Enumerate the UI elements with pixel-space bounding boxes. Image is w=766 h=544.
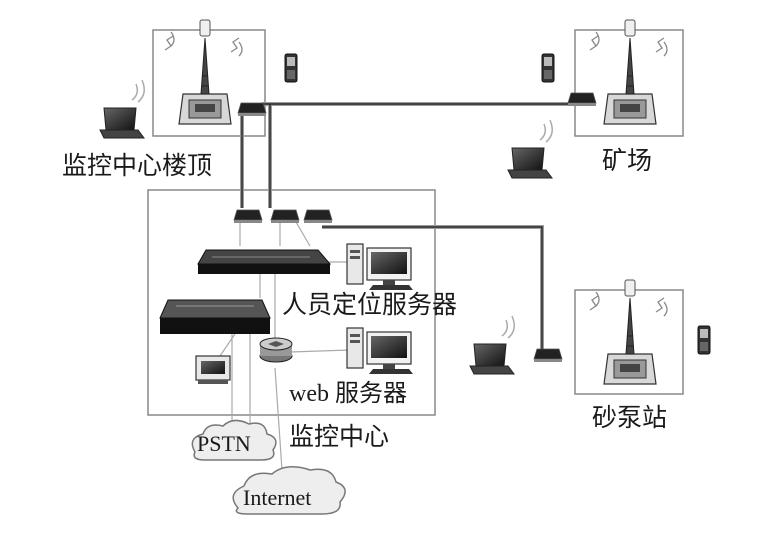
pump-laptop-icon <box>469 343 515 375</box>
internet-label: Internet <box>243 485 312 510</box>
pump-phone-icon <box>697 325 711 355</box>
mine-wifi-icon <box>539 119 553 143</box>
center-switch-3-icon <box>303 209 333 224</box>
roof-phone-icon <box>284 53 298 83</box>
web-server-label: web 服务器 <box>289 381 407 407</box>
mine-switch-icon <box>567 92 597 107</box>
pstn-cloud-icon <box>191 419 277 461</box>
roof-wifi-icon <box>131 79 145 103</box>
pump-switch-icon <box>533 348 563 363</box>
locate-server-label: 人员定位服务器 <box>282 290 458 319</box>
mine-site-label: 矿场 <box>602 146 653 175</box>
center-switch-2-icon <box>270 209 300 224</box>
router-rack-icon <box>159 299 271 334</box>
locate-server-pc-icon <box>346 243 414 291</box>
center-frame <box>147 189 436 416</box>
mine-phone-icon <box>541 53 555 83</box>
roof-antenna-icon <box>164 19 243 125</box>
mine-laptop-icon <box>507 147 553 179</box>
center-switch-1-icon <box>233 209 263 224</box>
pump-site-label: 砂泵站 <box>592 403 668 432</box>
mine-antenna-icon <box>589 19 668 125</box>
center-title-label: 监控中心 <box>289 422 390 451</box>
router-icon <box>259 337 293 363</box>
web-server-pc-icon <box>346 327 414 375</box>
core-switch-icon <box>197 249 332 274</box>
roof-switch-icon <box>237 102 267 117</box>
internet-cloud-icon <box>232 466 346 515</box>
pump-wifi-icon <box>501 315 515 339</box>
roof-laptop-icon <box>99 107 145 139</box>
modem-icon <box>195 355 231 384</box>
pstn-label: PSTN <box>197 431 251 456</box>
roof-site-label: 监控中心楼顶 <box>62 151 213 180</box>
pump-antenna-icon <box>589 279 668 385</box>
